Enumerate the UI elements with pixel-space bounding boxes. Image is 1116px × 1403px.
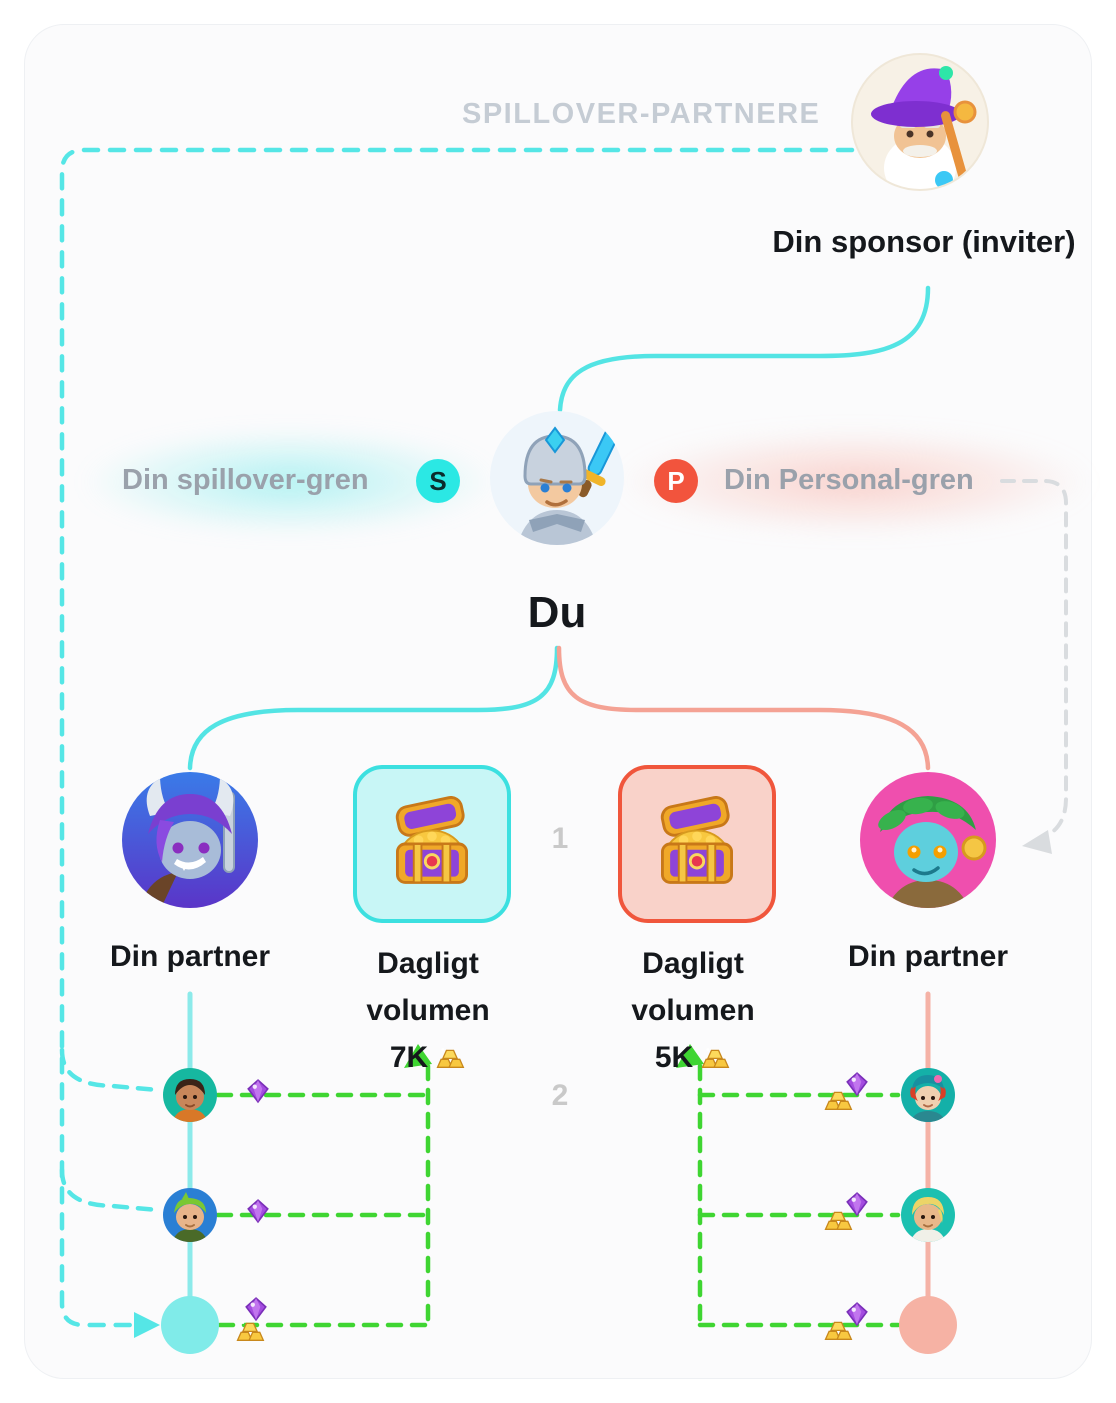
left-volume-value: 7K [389,1041,429,1074]
gold-bars-icon [436,1048,465,1068]
left-downline-avatar-2 [162,1187,218,1243]
right-downline-avatar-1 [900,1067,956,1123]
spillover-badge: S [416,459,460,503]
sponsor-label: Din sponsor (inviter) [772,224,1076,259]
left-partner-label: Din partner [109,940,271,973]
gold-bars-icon [234,1318,266,1343]
purple-gem-icon [243,1296,269,1322]
spillover-branch-line-1 [59,1047,161,1093]
step-number-1: 1 [551,822,569,855]
purple-gem-icon [245,1198,271,1224]
spillover-rail-arrowhead [134,1312,160,1338]
gold-bars-icon [822,1317,854,1342]
personal-rail-arrowhead [1022,830,1052,854]
spillover-branch-line-2 [59,1167,161,1213]
personal-rail-dashed-line [1000,479,1068,838]
left-volume-label: Dagligt volumen 7K [336,940,520,1081]
right-volume-label: Dagligt volumen 5K [601,940,785,1081]
purple-gem-icon [844,1191,870,1217]
right-open-slot-circle [899,1296,957,1354]
left-volume-arrowhead [404,1044,432,1068]
right-volume-arrowhead [676,1044,704,1068]
left-volume-word2: volumen [366,994,490,1027]
spillover-branch-label: Din spillover-gren [122,464,369,496]
left-open-slot-circle [161,1296,219,1354]
diagram-card [24,24,1092,1379]
spillover-partners-title: SPILLOVER-PARTNERE [462,98,821,130]
knight-avatar [489,410,625,546]
purple-gem-icon [844,1301,870,1327]
right-partner-label: Din partner [847,940,1009,973]
gold-bars-icon [822,1087,854,1112]
gold-bars-icon [822,1207,854,1232]
spillover-rail-dashed-line [59,147,855,1328]
right-volume-word1: Dagligt [642,947,744,980]
personal-badge: P [654,459,698,503]
personal-branch-label: Din Personal-gren [724,464,974,496]
troll-warrior-avatar [120,770,260,910]
left-downline-avatar-1 [162,1067,218,1123]
sponsor-to-you-line [557,285,931,413]
you-to-left-partner-line [187,645,560,771]
dryad-avatar [858,770,998,910]
right-volume-value: 5K [654,1041,694,1074]
you-label: Du [527,588,587,637]
purple-gem-icon [245,1078,271,1104]
step-number-2: 2 [551,1079,569,1112]
right-downline-avatar-2 [900,1187,956,1243]
left-volume-word1: Dagligt [377,947,479,980]
you-to-right-partner-line [556,645,931,771]
gold-bars-icon [701,1048,730,1068]
purple-gem-icon [844,1071,870,1097]
treasure-chest-icon [660,796,733,884]
left-daily-volume-box [353,765,511,923]
right-daily-volume-box [618,765,776,923]
right-volume-word2: volumen [631,994,755,1027]
wizard-avatar [850,52,990,192]
treasure-chest-icon [395,796,468,884]
